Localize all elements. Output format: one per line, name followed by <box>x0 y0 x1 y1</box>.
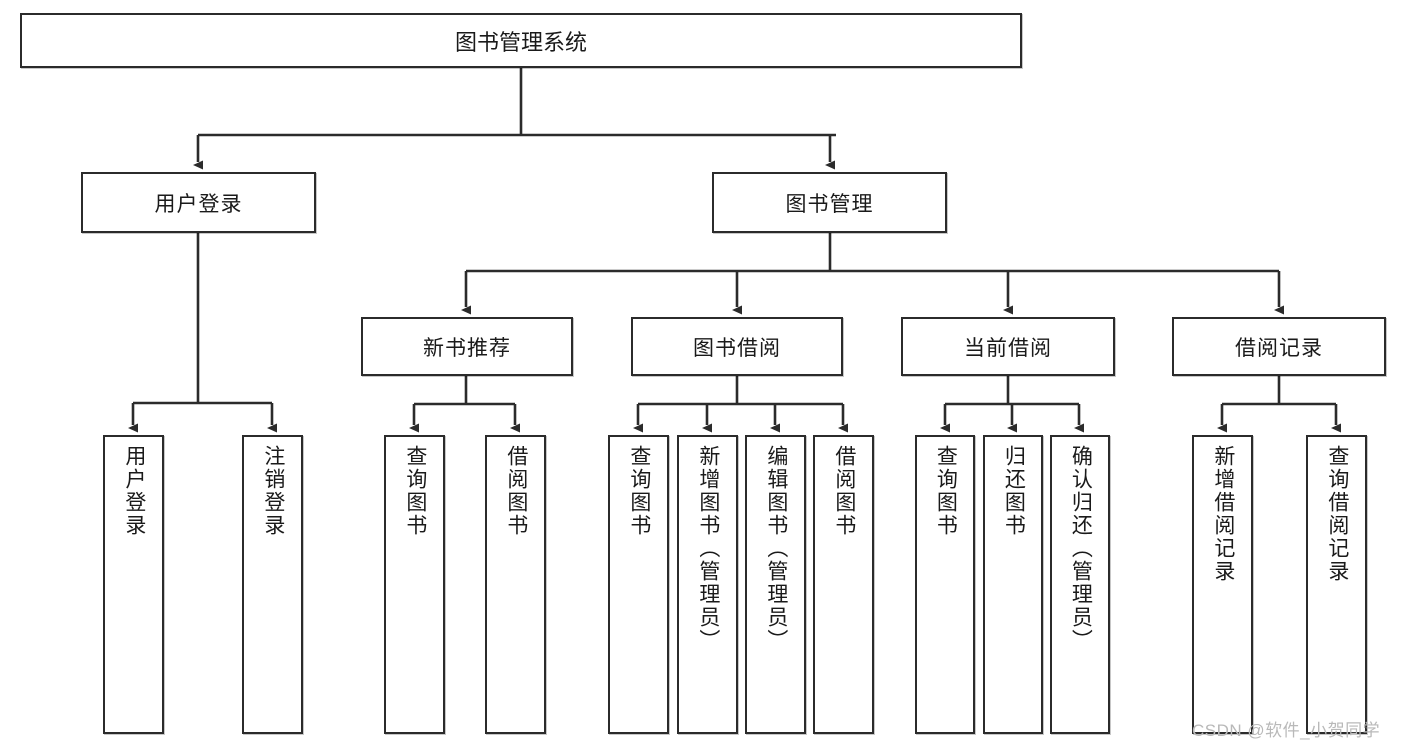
node-book-manage-label: 图书管理 <box>785 192 874 216</box>
csdn-watermark: CSDN @软件_小贺同学 <box>1192 721 1381 740</box>
node-leaf-query-book-2[interactable]: 查询图书 <box>608 435 669 734</box>
node-leaf-edit-book[interactable]: 编辑图书（管理员） <box>745 435 806 734</box>
node-leaf-query-book-3[interactable]: 查询图书 <box>915 435 975 734</box>
node-leaf-query-record[interactable]: 查询借阅记录 <box>1306 435 1367 734</box>
node-leaf-query-book-3-label: 查询图书 <box>934 445 958 537</box>
node-leaf-logout-login[interactable]: 注销登录 <box>242 435 303 734</box>
node-root-label: 图书管理系统 <box>454 29 587 55</box>
node-leaf-borrow-book-1[interactable]: 借阅图书 <box>485 435 546 734</box>
node-leaf-confirm-return[interactable]: 确认归还（管理员） <box>1050 435 1110 734</box>
node-current-borrow[interactable]: 当前借阅 <box>901 317 1115 376</box>
node-borrow-record-label: 借阅记录 <box>1235 336 1323 360</box>
node-new-book-recommend[interactable]: 新书推荐 <box>361 317 573 376</box>
node-leaf-query-book-2-label: 查询图书 <box>627 445 651 537</box>
node-leaf-borrow-book-1-label: 借阅图书 <box>504 445 528 537</box>
node-current-borrow-label: 当前借阅 <box>964 336 1052 360</box>
node-leaf-add-book-label: 新增图书（管理员） <box>696 445 720 652</box>
node-leaf-add-record-label: 新增借阅记录 <box>1211 445 1235 583</box>
node-book-borrow-label: 图书借阅 <box>693 336 781 360</box>
node-book-borrow[interactable]: 图书借阅 <box>631 317 843 376</box>
node-leaf-query-record-label: 查询借阅记录 <box>1325 445 1349 583</box>
node-book-manage[interactable]: 图书管理 <box>712 172 947 233</box>
node-borrow-record[interactable]: 借阅记录 <box>1172 317 1386 376</box>
node-leaf-confirm-return-label: 确认归还（管理员） <box>1069 445 1093 652</box>
node-leaf-add-record[interactable]: 新增借阅记录 <box>1192 435 1253 734</box>
node-leaf-add-book[interactable]: 新增图书（管理员） <box>677 435 738 734</box>
node-leaf-borrow-book-2[interactable]: 借阅图书 <box>813 435 874 734</box>
node-leaf-user-login-label: 用户登录 <box>122 445 146 537</box>
node-new-book-recommend-label: 新书推荐 <box>423 336 511 360</box>
node-root-book-management-system[interactable]: 图书管理系统 <box>20 13 1022 68</box>
node-leaf-logout-login-label: 注销登录 <box>261 445 285 537</box>
node-leaf-edit-book-label: 编辑图书（管理员） <box>764 445 788 652</box>
node-leaf-return-book[interactable]: 归还图书 <box>983 435 1043 734</box>
node-leaf-borrow-book-2-label: 借阅图书 <box>832 445 856 537</box>
node-leaf-query-book-1[interactable]: 查询图书 <box>384 435 445 734</box>
node-user-login[interactable]: 用户登录 <box>81 172 316 233</box>
node-leaf-user-login[interactable]: 用户登录 <box>103 435 164 734</box>
node-user-login-label: 用户登录 <box>154 192 243 216</box>
node-leaf-return-book-label: 归还图书 <box>1002 445 1026 537</box>
node-leaf-query-book-1-label: 查询图书 <box>403 445 427 537</box>
